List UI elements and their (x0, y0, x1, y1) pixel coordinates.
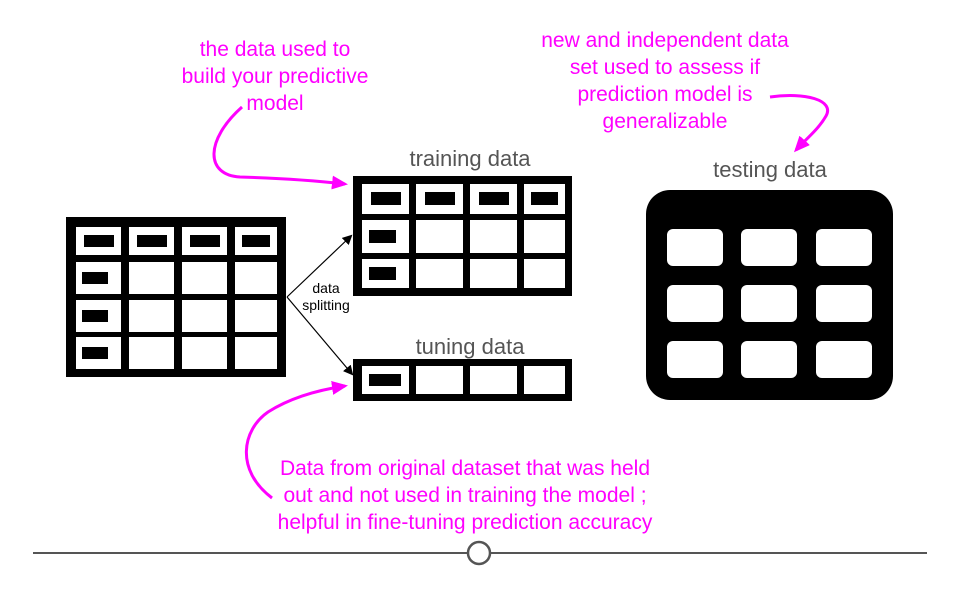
original-data-table (66, 217, 286, 377)
annotation-line: model (246, 92, 304, 115)
annotation-line: set used to assess if (569, 56, 761, 79)
timeline-marker-circle (466, 540, 492, 566)
data-splitting-label: data splitting (294, 280, 358, 314)
annotation-line: helpful in fine-tuning prediction accura… (277, 511, 653, 534)
training-data-annotation: the data used to build your predictive m… (150, 36, 400, 117)
split-label-line: data (312, 280, 340, 296)
tuning-data-table (353, 359, 572, 401)
split-arrow-to-training (286, 234, 353, 298)
split-arrow-to-tuning (286, 296, 354, 376)
annotation-line: generalizable (602, 110, 728, 133)
annotation-line: new and independent data (541, 29, 789, 52)
testing-data-table (646, 190, 893, 400)
annotation-line: build your predictive (181, 65, 369, 88)
training-data-table (353, 176, 572, 296)
annotation-line: out and not used in training the model ; (283, 484, 647, 507)
annotation-line: prediction model is (577, 83, 753, 106)
testing-data-annotation: new and independent data set used to ass… (520, 27, 810, 135)
testing-annotation-arrow (769, 94, 830, 153)
training-annotation-arrow (212, 105, 348, 190)
tuning-data-annotation: Data from original dataset that was held… (245, 455, 685, 536)
tuning-annotation-arrow (244, 380, 348, 500)
training-data-heading: training data (409, 146, 531, 171)
annotation-line: Data from original dataset that was held (279, 457, 651, 480)
split-label-line: splitting (302, 297, 350, 313)
tuning-data-heading: tuning data (415, 334, 525, 359)
annotation-line: the data used to (199, 38, 351, 61)
testing-data-heading: testing data (713, 157, 827, 182)
